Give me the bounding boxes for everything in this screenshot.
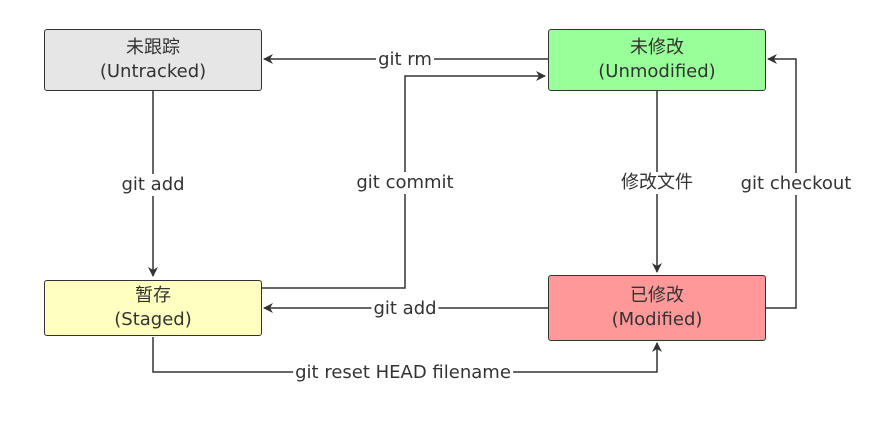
- edge-label-git-checkout: git checkout: [738, 173, 854, 195]
- edge-label-modify-file: 修改文件: [619, 172, 695, 194]
- node-untracked-subtitle: (Untracked): [99, 61, 207, 82]
- edge-label-git-rm: git rm: [376, 49, 434, 71]
- edge-label-git-reset: git reset HEAD filename: [293, 362, 513, 384]
- node-unmodified-title: 未修改: [630, 37, 684, 58]
- node-modified-title: 已修改: [630, 285, 684, 306]
- node-modified: 已修改 (Modified): [548, 275, 766, 341]
- node-staged-title: 暂存: [135, 285, 171, 306]
- node-modified-subtitle: (Modified): [611, 309, 703, 330]
- edge-label-git-add-untracked: git add: [119, 174, 187, 196]
- node-staged: 暂存 (Staged): [44, 280, 262, 336]
- node-unmodified-subtitle: (Unmodified): [598, 61, 716, 82]
- node-unmodified: 未修改 (Unmodified): [548, 29, 766, 91]
- edge-label-git-add-modified: git add: [371, 298, 439, 320]
- node-untracked: 未跟踪 (Untracked): [44, 29, 262, 91]
- edge-label-git-commit: git commit: [354, 172, 456, 194]
- node-untracked-title: 未跟踪: [126, 37, 180, 58]
- node-staged-subtitle: (Staged): [114, 309, 192, 330]
